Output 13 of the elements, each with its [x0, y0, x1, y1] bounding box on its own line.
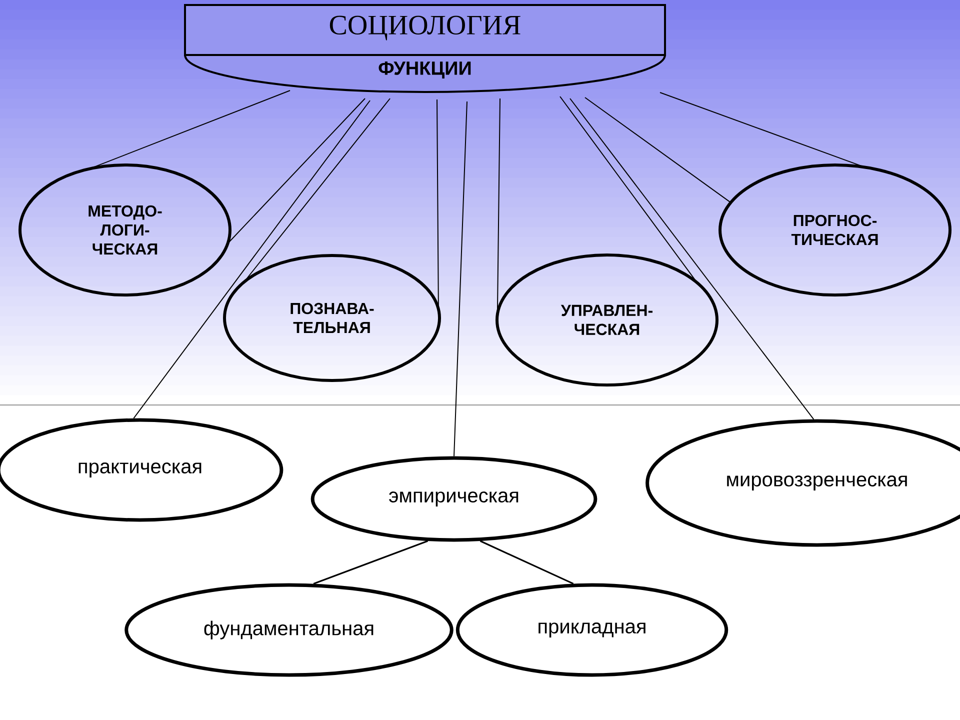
connector-line	[480, 540, 574, 584]
connector-line	[88, 90, 366, 244]
node-label: ФУНКЦИИ	[378, 62, 471, 78]
connector-line	[133, 100, 370, 419]
connector-line	[313, 540, 428, 585]
connector-line	[454, 101, 468, 457]
connector-line	[570, 98, 814, 420]
function-oval: прикладная	[456, 583, 728, 677]
connector-line	[243, 98, 439, 310]
title-banner: СОЦИОЛОГИЯ ФУНКЦИИ	[184, 4, 666, 93]
connector-line	[584, 92, 866, 204]
function-oval: фундаментальная	[124, 583, 454, 677]
function-oval: эмпирическая	[310, 456, 598, 542]
